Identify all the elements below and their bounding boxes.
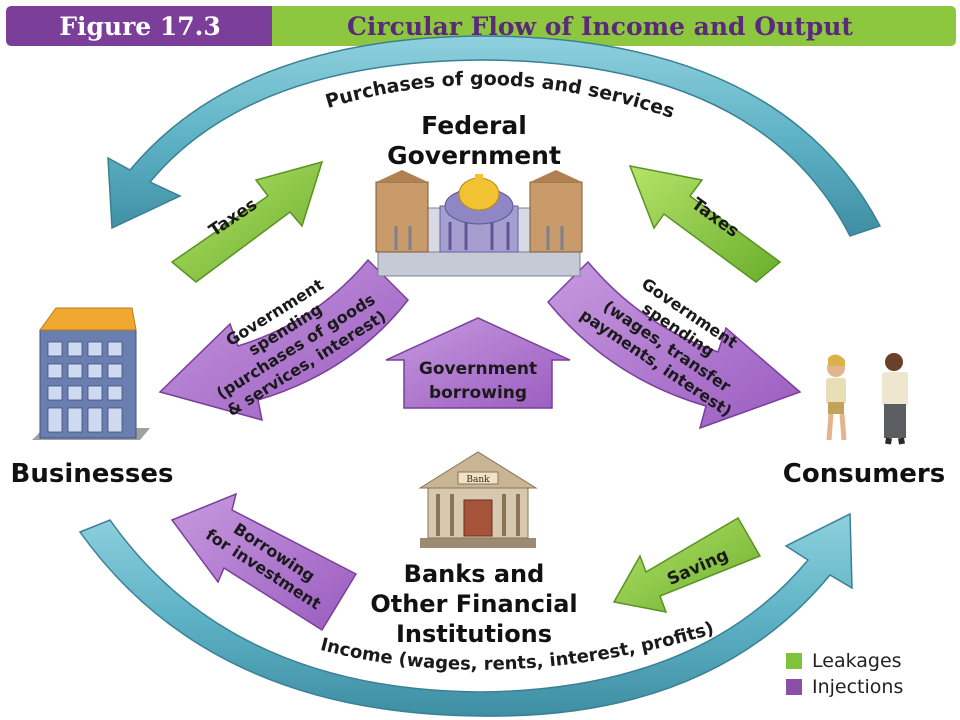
taxes-consumer-arrow: Taxes xyxy=(628,165,782,283)
header: Figure 17.3 Circular Flow of Income and … xyxy=(6,6,956,46)
legend-swatch-injections xyxy=(786,679,802,695)
bank-sign: Bank xyxy=(466,475,490,485)
gov-borrowing-arrow: Government borrowing xyxy=(385,317,571,409)
figure-title: Circular Flow of Income and Output xyxy=(347,12,853,41)
legend-leakages: Leakages xyxy=(812,650,902,672)
businesses-label: Businesses xyxy=(11,459,174,489)
consumers-label: Consumers xyxy=(783,459,945,489)
legend-swatch-leakages xyxy=(786,653,802,669)
bank-building-icon: Bank xyxy=(418,451,538,548)
consumers-people-icon xyxy=(826,353,908,445)
banks-label-line-1: Banks and xyxy=(404,560,545,588)
taxes-business-arrow: Taxes xyxy=(170,160,324,283)
figure-label: Figure 17.3 xyxy=(59,12,221,41)
legend-injections: Injections xyxy=(812,676,903,698)
government-label-line-1: Federal xyxy=(421,111,527,140)
borrowing-investment-arrow: Borrowing for investment xyxy=(170,492,358,632)
header-title-tab xyxy=(272,6,956,46)
header-figure-tab xyxy=(6,6,272,46)
banks-label-line-2: Other Financial xyxy=(370,590,577,618)
saving-arrow: Saving xyxy=(612,516,762,613)
capitol-building-icon xyxy=(375,170,583,277)
gov-borrowing-line-2: borrowing xyxy=(429,383,527,403)
business-building-icon xyxy=(32,307,150,440)
government-label-line-2: Government xyxy=(387,141,561,170)
legend: Leakages Injections xyxy=(786,650,903,698)
gov-spending-consumer-arrow: Government spending (wages, transfer pay… xyxy=(546,260,802,430)
banks-label-line-3: Institutions xyxy=(396,620,552,648)
gov-borrowing-line-1: Government xyxy=(419,359,537,379)
